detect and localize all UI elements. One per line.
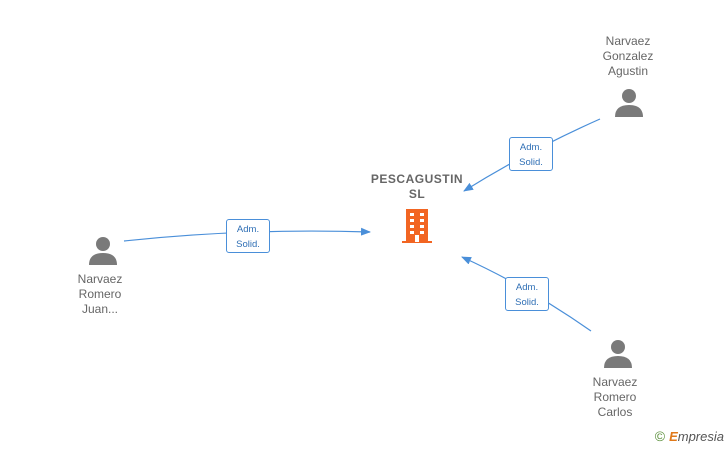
person-name-line: Narvaez	[77, 272, 123, 286]
relation-label-line2: Solid.	[515, 297, 539, 308]
relation-label-line1: Adm.	[236, 224, 260, 235]
brand-rest: mpresia	[677, 428, 724, 444]
relation-label-line1: Adm.	[519, 142, 543, 153]
brand-logo: Empresia	[669, 429, 724, 444]
relation-label-line2: Solid.	[236, 239, 260, 250]
brand-watermark: © Empresia	[655, 428, 724, 444]
relation-label-line1: Adm.	[515, 282, 539, 293]
person-name-line: Narvaez	[605, 34, 651, 48]
person-label-carlos[interactable]: Narvaez Romero Carlos	[560, 375, 670, 420]
relation-label-gonzalez[interactable]: Adm. Solid.	[509, 137, 553, 171]
person-label-gonzalez[interactable]: Narvaez Gonzalez Agustin	[573, 34, 683, 79]
person-name-line: Gonzalez	[602, 49, 654, 63]
person-icon[interactable]	[88, 236, 118, 271]
relation-label-carlos[interactable]: Adm. Solid.	[505, 277, 549, 311]
building-icon[interactable]	[401, 208, 433, 249]
person-name-line: Agustin	[607, 64, 649, 78]
person-icon[interactable]	[603, 339, 633, 374]
person-name-line: Juan...	[81, 302, 119, 316]
relation-label-line2: Solid.	[519, 157, 543, 168]
person-name-line: Narvaez	[592, 375, 638, 389]
person-name-line: Romero	[78, 287, 122, 301]
company-name-line1: PESCAGUSTIN	[370, 172, 464, 186]
person-icon[interactable]	[614, 88, 644, 123]
company-name-line2: SL	[408, 187, 426, 201]
copyright-icon: ©	[654, 428, 666, 444]
person-label-juan[interactable]: Narvaez Romero Juan...	[45, 272, 155, 317]
company-name[interactable]: PESCAGUSTIN SL	[355, 172, 479, 202]
relation-label-juan[interactable]: Adm. Solid.	[226, 219, 270, 253]
brand-initial: E	[669, 428, 678, 444]
person-name-line: Romero	[593, 390, 637, 404]
person-name-line: Carlos	[597, 405, 633, 419]
